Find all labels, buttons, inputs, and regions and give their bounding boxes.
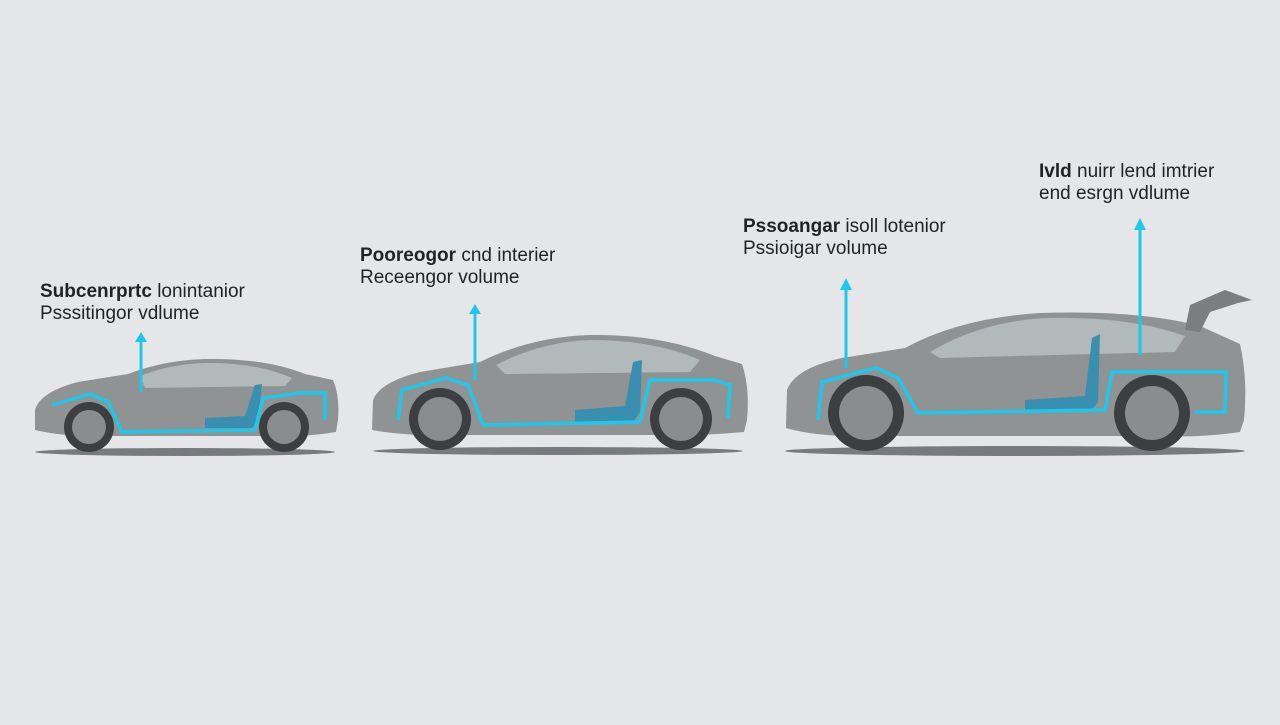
medium-car-label: Pooreogor cnd interier Receengor volume: [360, 245, 555, 289]
small-car-label-bold: Subcenrprtc: [40, 281, 152, 302]
small-car: [35, 332, 339, 456]
medium-car-label-rest: cnd interier: [456, 245, 556, 266]
medium-car-window: [496, 340, 700, 374]
small-car-arrow-head: [135, 332, 147, 342]
medium-car-label-line2: Receengor volume: [360, 266, 520, 288]
cargo-label: Ivld nuirr lend imtrier end esrgn vdlume: [1039, 161, 1214, 205]
small-car-label-rest: lonintanior: [151, 281, 245, 302]
cargo-label-rest: nuirr lend imtrier: [1071, 161, 1215, 182]
cargo-arrow-head: [1134, 218, 1146, 230]
large-car-label-bold: Pssoangar: [743, 216, 841, 237]
large-car: [785, 218, 1252, 456]
medium-car-seat: [575, 360, 642, 422]
large-car-rear-rim: [1125, 386, 1179, 440]
large-car-label-rest: isoll lotenior: [840, 216, 946, 237]
cargo-label-bold: Ivld: [1039, 161, 1072, 182]
large-car-arrow-head: [840, 278, 852, 290]
medium-car-rear-rim: [659, 397, 703, 441]
medium-car-label-bold: Pooreogor: [360, 245, 457, 266]
small-car-seat: [205, 384, 262, 428]
small-car-label-line2: Psssitingor vdlume: [40, 302, 200, 324]
small-car-label: Subcenrprtc lonintanior Psssitingor vdlu…: [40, 281, 245, 325]
large-car-seat: [1025, 334, 1100, 412]
large-car-tailgate: [1185, 290, 1252, 332]
large-car-front-rim: [839, 386, 893, 440]
small-car-outline: [51, 391, 327, 434]
small-car-shadow: [35, 448, 335, 456]
large-car-outline: [816, 366, 1228, 421]
cargo-label-line2: end esrgn vdlume: [1039, 182, 1191, 204]
large-car-window: [930, 317, 1185, 358]
medium-car: [372, 304, 748, 455]
medium-car-shadow: [373, 447, 743, 455]
cargo-label-line1: Ivld nuirr lend imtrier: [1039, 161, 1214, 183]
medium-car-outline: [396, 376, 732, 427]
large-car-label-line1: Pssoangar isoll lotenior: [743, 216, 946, 238]
small-car-label-line1: Subcenrprtc lonintanior: [40, 281, 245, 303]
medium-car-front-rim: [418, 397, 462, 441]
large-car-shadow: [785, 446, 1245, 456]
large-car-label-line2: Pssioigar volume: [743, 237, 888, 259]
medium-car-label-line1: Pooreogor cnd interier: [360, 245, 555, 267]
small-car-rear-rim: [267, 410, 301, 444]
large-car-label: Pssoangar isoll lotenior Pssioigar volum…: [743, 216, 946, 260]
small-car-window: [140, 362, 292, 388]
small-car-front-rim: [72, 410, 106, 444]
medium-car-arrow-head: [469, 304, 481, 314]
